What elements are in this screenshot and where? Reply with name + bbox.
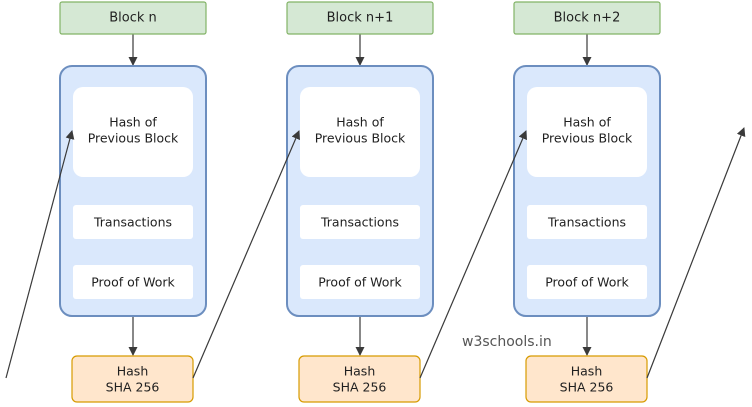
block-title: Block n <box>109 11 157 26</box>
proof-of-work-label: Proof of Work <box>91 275 175 290</box>
block-title: Block n+2 <box>554 11 621 26</box>
block-title-box <box>286 1 434 35</box>
previous-hash-box <box>527 87 647 177</box>
previous-hash-box <box>73 87 193 177</box>
watermark-text: w3schools.in <box>462 334 552 350</box>
block-title-box <box>513 1 661 35</box>
proof-of-work-box <box>300 265 420 299</box>
hash-link-arrow <box>419 130 527 379</box>
transactions-label: Transactions <box>547 215 626 230</box>
previous-hash-label: Hash of <box>336 115 384 130</box>
hash-label: SHA 256 <box>560 380 614 395</box>
transactions-label: Transactions <box>320 215 399 230</box>
hash-label: SHA 256 <box>333 380 387 395</box>
transactions-label: Transactions <box>93 215 172 230</box>
proof-of-work-label: Proof of Work <box>545 275 629 290</box>
previous-hash-label: Previous Block <box>88 131 179 146</box>
links-layer <box>5 127 746 379</box>
previous-hash-label: Hash of <box>109 115 157 130</box>
block-title-box <box>59 1 207 35</box>
hash-box <box>298 355 421 403</box>
previous-hash-label: Previous Block <box>315 131 406 146</box>
previous-hash-label: Previous Block <box>542 131 633 146</box>
incoming-link-arrow <box>5 130 75 379</box>
hash-label: Hash <box>344 364 376 379</box>
outgoing-link-arrow <box>646 127 746 379</box>
block-title: Block n+1 <box>327 11 394 26</box>
previous-hash-label: Hash of <box>563 115 611 130</box>
transactions-box <box>527 205 647 239</box>
hash-box <box>71 355 194 403</box>
proof-of-work-box <box>527 265 647 299</box>
proof-of-work-label: Proof of Work <box>318 275 402 290</box>
hash-link-arrow <box>192 130 300 379</box>
transactions-box <box>73 205 193 239</box>
previous-hash-box <box>300 87 420 177</box>
hash-label: Hash <box>117 364 149 379</box>
hash-label: Hash <box>571 364 603 379</box>
transactions-box <box>300 205 420 239</box>
hash-box <box>525 355 648 403</box>
proof-of-work-box <box>73 265 193 299</box>
hash-label: SHA 256 <box>106 380 160 395</box>
